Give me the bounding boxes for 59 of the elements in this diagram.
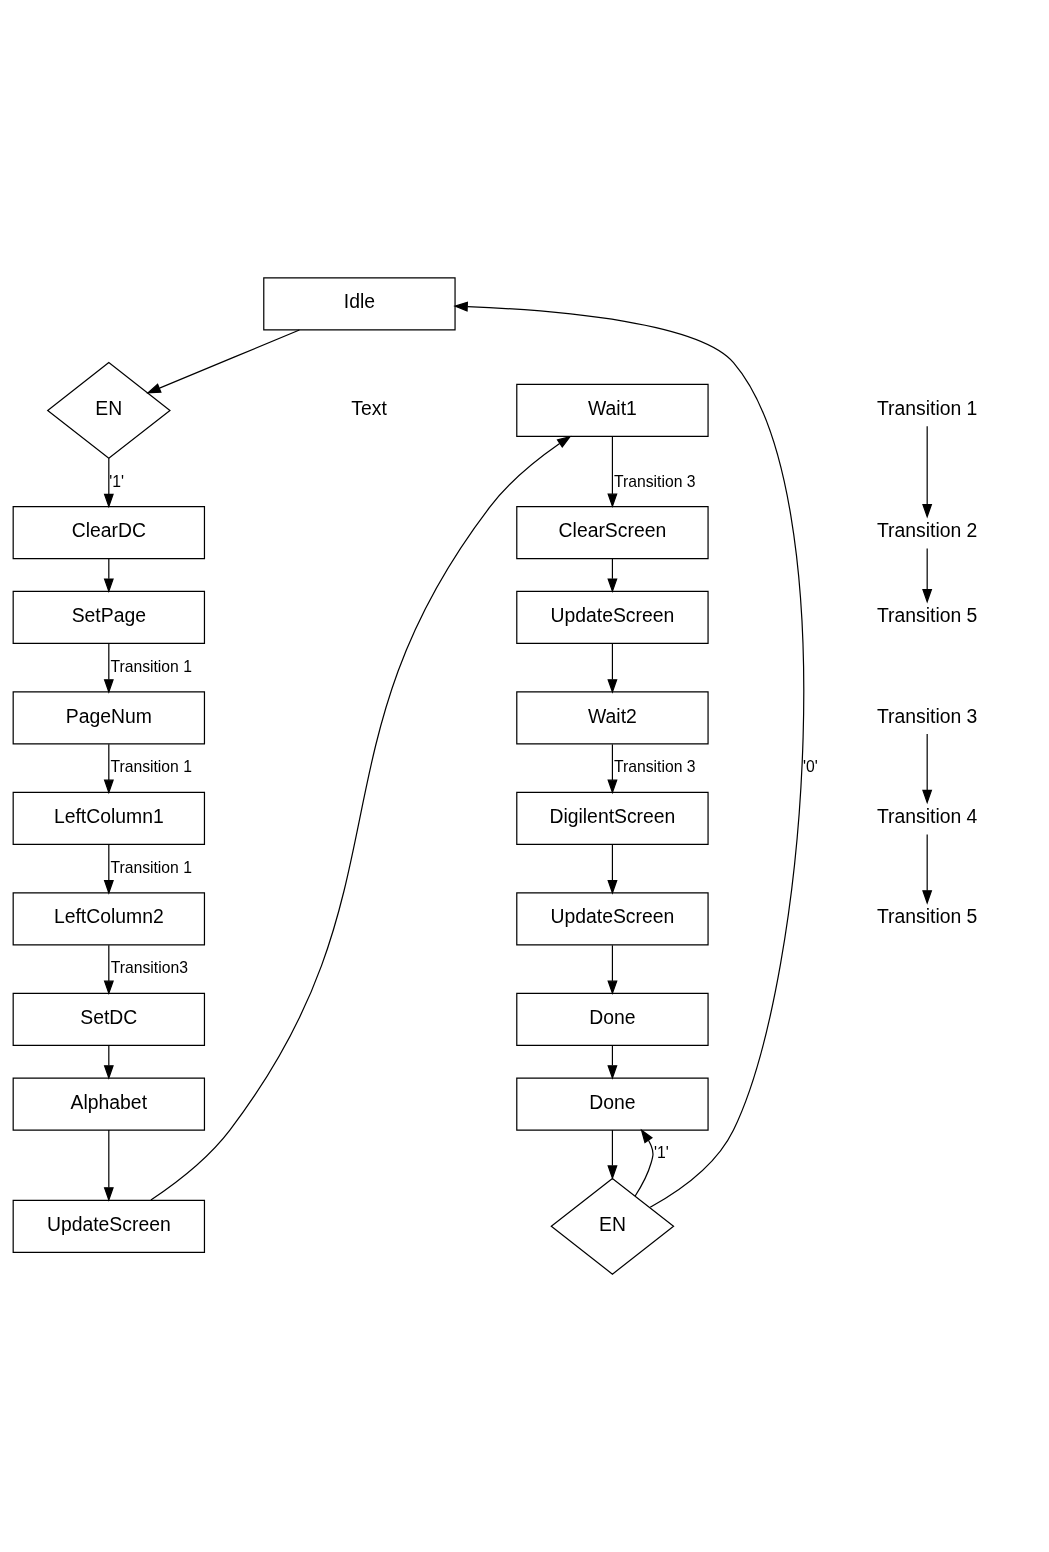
edge-label: Transition 1	[110, 758, 192, 776]
node-text: Transition 3	[876, 704, 978, 727]
arrow	[922, 548, 933, 604]
edge-label: '1'	[654, 1144, 669, 1162]
arrow	[453, 301, 804, 1208]
node-box: Done	[516, 1077, 709, 1131]
node-box: LeftColumn1	[12, 791, 206, 845]
label: Text	[351, 397, 387, 419]
edge-label: Transition3	[110, 959, 188, 977]
node-box: SetPage	[12, 590, 206, 645]
arrow	[607, 1045, 618, 1080]
arrow	[103, 844, 114, 895]
arrow	[607, 743, 618, 795]
node-box: UpdateScreen	[12, 1199, 206, 1253]
edge-label: Transition 3	[614, 472, 696, 490]
edge-label: '0'	[802, 758, 818, 776]
node-box: Idle	[263, 277, 456, 331]
arrow	[150, 435, 572, 1201]
node-box: Wait1	[516, 383, 709, 438]
arrow	[922, 425, 933, 519]
node-text: Transition 2	[876, 519, 978, 542]
arrow	[103, 558, 114, 594]
arrow	[922, 733, 933, 805]
node-box: ClearScreen	[516, 506, 709, 560]
arrow	[103, 1129, 114, 1202]
arrow	[634, 1128, 654, 1197]
node-diamond: EN	[46, 361, 171, 459]
edge-label: Transition 3	[614, 758, 696, 776]
node-text: Transition 5	[876, 604, 978, 627]
arrow	[607, 558, 618, 594]
node-box: Alphabet	[12, 1077, 206, 1131]
edge-label: Transition 1	[110, 657, 192, 675]
node-box: Wait2	[516, 691, 709, 745]
arrow	[607, 844, 618, 895]
arrow	[103, 1045, 114, 1080]
arrow	[607, 1129, 618, 1180]
node-box: LeftColumn2	[12, 892, 206, 946]
node-diamond: EN	[550, 1177, 675, 1275]
node-text: Transition 1	[876, 397, 978, 419]
edge-label: Transition 1	[110, 858, 192, 876]
arrow	[103, 743, 114, 795]
arrow	[103, 944, 114, 996]
node-box: UpdateScreen	[516, 590, 709, 645]
arrow	[146, 329, 300, 394]
node-text: Transition 5	[876, 905, 978, 928]
node-box: SetDC	[12, 992, 206, 1046]
node-box: Done	[516, 992, 709, 1046]
node-box: DigilentScreen	[516, 791, 709, 845]
edge-label: '1'	[109, 472, 125, 490]
arrow	[607, 435, 618, 509]
node-box: PageNum	[12, 691, 206, 745]
node-box: ClearDC	[12, 506, 206, 560]
node-text: Transition 4	[876, 804, 978, 827]
arrow	[103, 643, 114, 694]
arrow	[922, 833, 933, 905]
arrow	[607, 643, 618, 694]
arrow	[103, 457, 114, 509]
node-box: UpdateScreen	[516, 892, 709, 946]
arrow	[607, 944, 618, 996]
